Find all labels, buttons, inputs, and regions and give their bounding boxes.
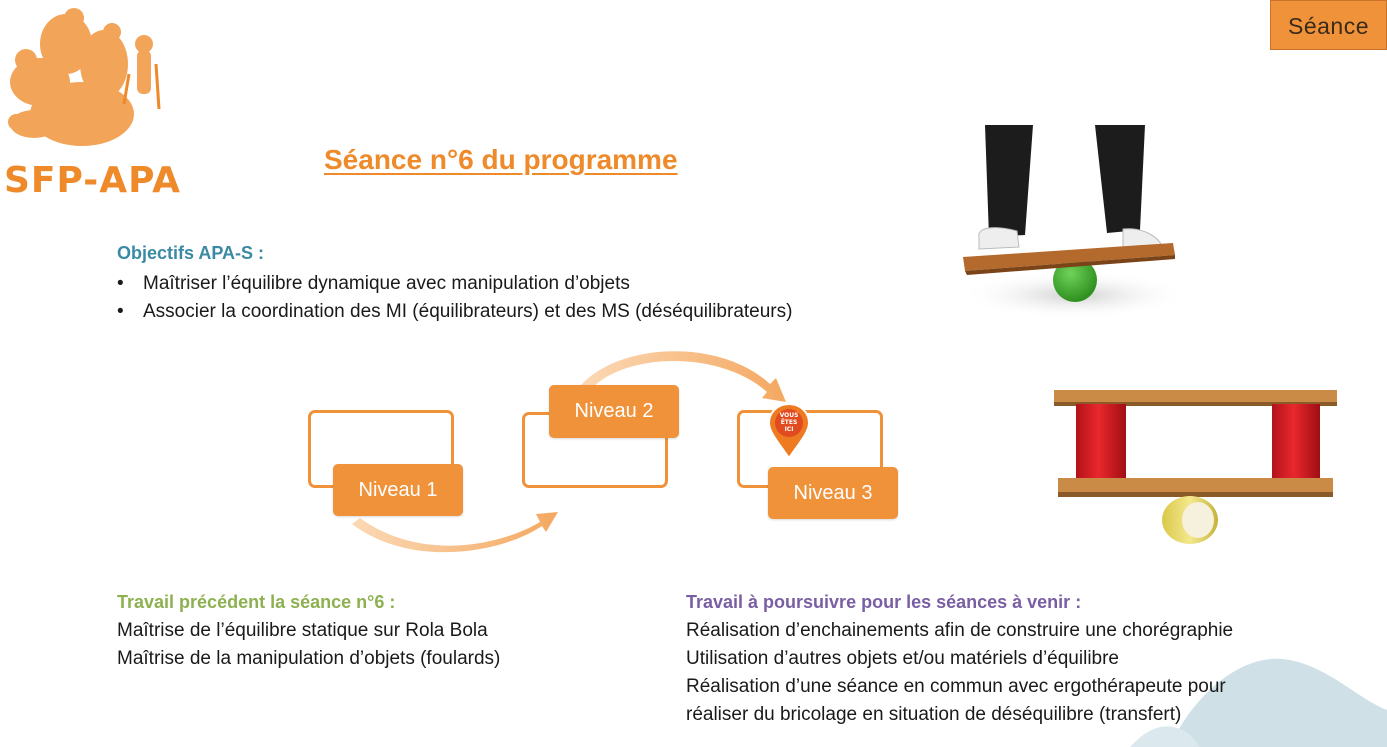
objectives-list: Maîtriser l’équilibre dynamique avec man… — [117, 270, 792, 326]
progress-arrows — [352, 351, 786, 553]
next-work-heading: Travail à poursuivre pour les séances à … — [686, 592, 1082, 612]
previous-work-heading: Travail précédent la séance n°6 : — [117, 592, 396, 612]
next-work-line: Réalisation d’une séance en commun avec … — [686, 676, 1226, 697]
balance-board-photo — [960, 125, 1185, 319]
previous-work-line: Maîtrise de la manipulation d’objets (fo… — [117, 648, 501, 669]
previous-work-lines: Maîtrise de l’équilibre statique sur Rol… — [117, 617, 500, 673]
you-are-here-icon: VOUS ÊTES ICI — [767, 402, 811, 460]
objective-item: Maîtriser l’équilibre dynamique avec man… — [117, 270, 792, 298]
page-title: Séance n°6 du programme — [324, 144, 678, 175]
sfp-apa-logo-icon — [8, 8, 161, 146]
next-work-line: Utilisation d’autres objets et/ou matéri… — [686, 648, 1120, 669]
marker-line: ICI — [785, 426, 794, 433]
marker-line: VOUS — [780, 412, 799, 419]
level-2-box: Niveau 2 — [549, 385, 679, 438]
equipment-photo — [1054, 390, 1337, 544]
objectives-heading: Objectifs APA-S : — [117, 243, 265, 263]
next-work-line: Réalisation d’enchainements afin de cons… — [686, 620, 1234, 641]
next-work-line: réaliser du bricolage en situation de dé… — [686, 704, 1182, 725]
marker-line: ÊTES — [781, 418, 798, 426]
level-3-box: Niveau 3 — [768, 467, 898, 519]
previous-work-line: Maîtrise de l’équilibre statique sur Rol… — [117, 620, 488, 641]
level-1-box: Niveau 1 — [333, 464, 463, 516]
background-shape — [1130, 658, 1387, 747]
next-work-lines: Réalisation d’enchainements afin de cons… — [686, 617, 1233, 729]
section-tag: Séance — [1270, 0, 1387, 50]
level-diagram: Niveau 1 Niveau 2 Niveau 3 VOUS ÊTES ICI — [300, 340, 920, 560]
objective-item: Associer la coordination des MI (équilib… — [117, 298, 792, 326]
logo-text: SFP-APA — [4, 160, 182, 201]
